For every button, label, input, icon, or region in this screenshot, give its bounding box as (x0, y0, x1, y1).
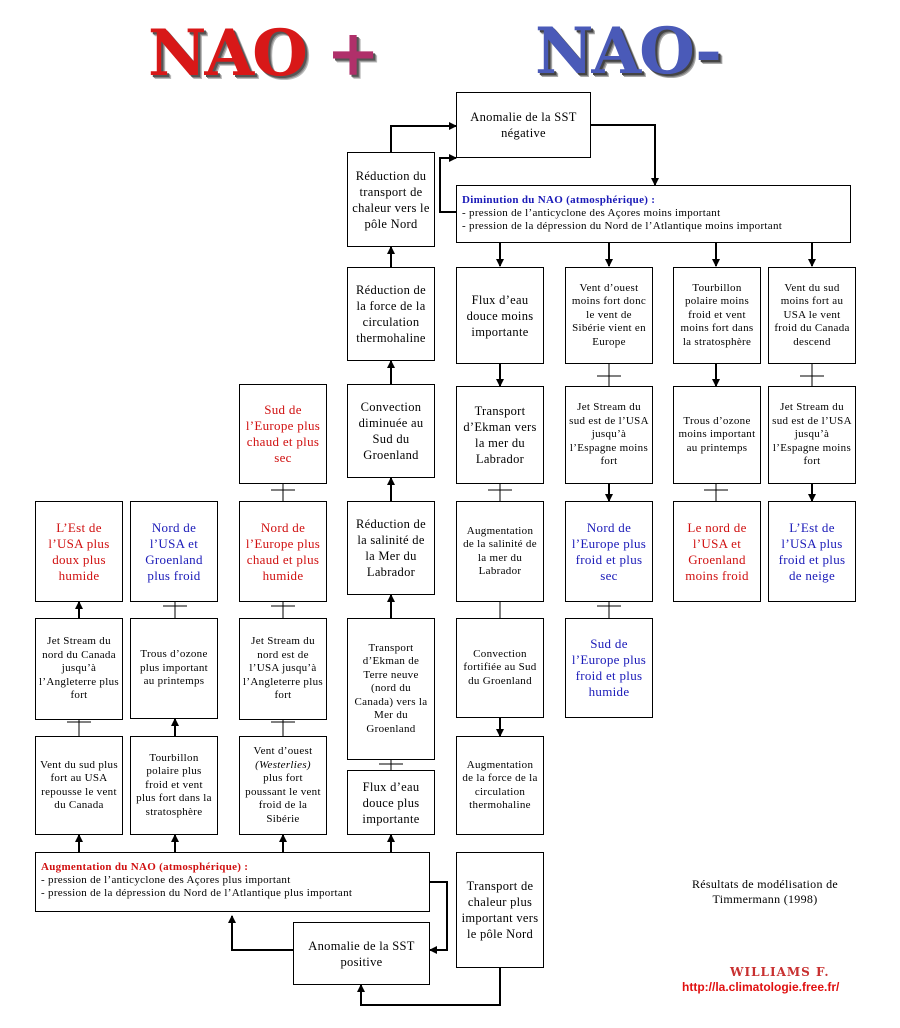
title-nao-minus-sign: - (695, 14, 722, 89)
nao-decrease-line: - pression de l’anticyclone des Açores m… (462, 207, 721, 219)
box-heat-transport-reduction: Réduction du transport de chaleur vers l… (347, 152, 435, 247)
box-text: Trous d’ozone moins important au printem… (678, 414, 756, 454)
box-heat-transport-more: Transport de chaleur plus important vers… (456, 852, 544, 968)
title-nao-plus-text: NAO (148, 16, 308, 91)
box-south-wind-stronger: Vent du sud plus fort au USA repousse le… (35, 736, 123, 835)
box-north-usa-greenland-less-cold: Le nord de l’USA et Groenland moins froi… (673, 501, 761, 602)
box-jetstream-spain-1: Jet Stream du sud est de l’USA jusqu’à l… (565, 386, 653, 484)
link-bars (67, 364, 824, 770)
box-south-wind-weaker: Vent du sud moins fort au USA le vent fr… (768, 267, 856, 364)
box-thermohaline-reduction: Réduction de la force de la circulation … (347, 267, 435, 361)
box-jetstream-spain-2: Jet Stream du sud est de l’USA jusqu’à l… (768, 386, 856, 484)
box-south-europe-warmer-drier: Sud de l’Europe plus chaud et plus sec (239, 384, 327, 484)
box-ozone-holes-more: Trous d’ozone plus important au printemp… (130, 618, 218, 719)
box-text: Réduction du transport de chaleur vers l… (352, 168, 430, 231)
box-text: Augmentation de la salinité de la mer du… (463, 524, 537, 578)
box-text: Flux d’eau douce plus importante (362, 779, 420, 826)
title-nao-minus: NAO- (535, 20, 722, 84)
box-convection-reduced: Convection diminuée au Sud du Groenland (347, 384, 435, 478)
box-salinity-increase: Augmentation de la salinité de la mer du… (456, 501, 544, 602)
box-text: Nord de l’USA et Groenland plus froid (145, 519, 203, 583)
box-east-usa-milder-wetter: L’Est de l’USA plus doux plus humide (35, 501, 123, 602)
box-text: Le nord de l’USA et Groenland moins froi… (685, 519, 749, 583)
box-text: Jet Stream du nord du Canada jusqu’à l’A… (39, 635, 119, 702)
box-text: Tourbillon polaire moins froid et vent m… (680, 281, 754, 348)
arrow-sst-pos-to-nao-inc (228, 915, 293, 951)
nao-increase-heading: Augmentation du NAO (atmosphérique) : (41, 861, 249, 873)
box-text: Nord de l’Europe plus chaud et plus humi… (245, 519, 321, 583)
box-ekman-labrador: Transport d’Ekman vers la mer du Labrado… (456, 386, 544, 484)
box-east-usa-colder-snow: L’Est de l’USA plus froid et plus de nei… (768, 501, 856, 602)
arrow-sst-neg-to-nao-decrease (591, 124, 659, 186)
box-text: Vent d’ouest moins fort donc le vent de … (571, 281, 647, 348)
box-text: Jet Stream du sud est de l’USA jusqu’à l… (772, 401, 852, 468)
box-text: L’Est de l’USA plus froid et plus de nei… (778, 519, 846, 583)
box-nao-increase: Augmentation du NAO (atmosphérique) : - … (35, 852, 430, 912)
arrow-heat-more-to-sst-pos (357, 968, 501, 1006)
nao-decrease-line: - pression de la dépression du Nord de l… (462, 220, 783, 232)
box-text: Trous d’ozone plus important au printemp… (139, 648, 209, 688)
nao-increase-line: - pression de l’anticyclone des Açores p… (41, 874, 291, 886)
box-text: Augmentation de la force de la circulati… (462, 758, 538, 812)
box-text: Nord de l’Europe plus froid et plus sec (571, 519, 647, 583)
box-jetstream-ne-usa-england: Jet Stream du nord est de l’USA jusqu’à … (239, 618, 327, 720)
box-text: Flux d’eau douce moins importante (466, 292, 534, 339)
box-text: Transport d’Ekman vers la mer du Labrado… (463, 404, 537, 466)
box-text: Convection diminuée au Sud du Groenland (358, 400, 424, 462)
box-sst-anomaly-negative: Anomalie de la SST négative (456, 92, 591, 158)
box-sst-anomaly-positive: Anomalie de la SST positive (293, 922, 430, 985)
westerlies-italic: (Westerlies) (255, 758, 311, 771)
box-text: Vent d’ouest(Westerlies)plus fort poussa… (243, 745, 323, 826)
box-text: Vent du sud moins fort au USA le vent fr… (774, 281, 850, 348)
box-text: Anomalie de la SST négative (470, 110, 577, 140)
nao-increase-line: - pression de la dépression du Nord de l… (41, 887, 353, 899)
site-url-link[interactable]: http://la.climatologie.free.fr/ (682, 980, 840, 994)
box-westerlies-stronger: Vent d’ouest(Westerlies)plus fort poussa… (239, 736, 327, 835)
arrow-nao-inc-to-sst-pos (429, 881, 448, 954)
box-thermohaline-increase: Augmentation de la force de la circulati… (456, 736, 544, 835)
box-text: Jet Stream du sud est de l’USA jusqu’à l… (569, 401, 649, 468)
box-ozone-holes-less: Trous d’ozone moins important au printem… (673, 386, 761, 484)
box-text: Réduction de la salinité de la Mer du La… (356, 517, 426, 579)
box-nao-decrease: Diminution du NAO (atmosphérique) : - pr… (456, 185, 851, 243)
box-west-wind-weaker: Vent d’ouest moins fort donc le vent de … (565, 267, 653, 364)
box-ekman-newfoundland: Transport d’Ekman de Terre neuve (nord d… (347, 618, 435, 760)
box-text: Anomalie de la SST positive (308, 938, 415, 969)
westerlies-text-after: plus fort poussant le vent froid de la S… (245, 772, 321, 825)
box-text: Transport d’Ekman de Terre neuve (nord d… (354, 641, 428, 735)
box-freshwater-less: Flux d’eau douce moins importante (456, 267, 544, 364)
box-north-europe-colder-drier: Nord de l’Europe plus froid et plus sec (565, 501, 653, 602)
arrow-nao-decrease-to-sst-neg (439, 154, 462, 213)
author-signature: WILLIAMS F. (730, 965, 830, 979)
box-south-europe-colder-wetter: Sud de l’Europe plus froid et plus humid… (565, 618, 653, 718)
box-text: Réduction de la force de la circulation … (356, 283, 426, 345)
box-jetstream-canada-england: Jet Stream du nord du Canada jusqu’à l’A… (35, 618, 123, 720)
box-text: L’Est de l’USA plus doux plus humide (48, 519, 110, 583)
title-nao-plus: NAO + (148, 22, 380, 86)
box-freshwater-more: Flux d’eau douce plus importante (347, 770, 435, 835)
box-salinity-reduction: Réduction de la salinité de la Mer du La… (347, 501, 435, 595)
box-text: Jet Stream du nord est de l’USA jusqu’à … (243, 635, 323, 702)
box-north-europe-warmer-wetter: Nord de l’Europe plus chaud et plus humi… (239, 501, 327, 602)
title-nao-plus-sign: + (326, 16, 380, 91)
box-north-usa-greenland-colder: Nord de l’USA et Groenland plus froid (130, 501, 218, 602)
westerlies-text: Vent d’ouest (253, 745, 313, 757)
box-text: Sud de l’Europe plus froid et plus humid… (571, 636, 647, 699)
box-polar-vortex-stronger: Tourbillon polaire plus froid et vent pl… (130, 736, 218, 835)
box-convection-strengthened: Convection fortifiée au Sud du Groenland (456, 618, 544, 718)
box-text: Transport de chaleur plus important vers… (461, 879, 539, 941)
box-text: Sud de l’Europe plus chaud et plus sec (245, 402, 321, 465)
title-nao-minus-text: NAO (535, 14, 697, 89)
box-text: Vent du sud plus fort au USA repousse le… (40, 758, 118, 812)
box-text: Convection fortifiée au Sud du Groenland (463, 647, 537, 687)
nao-decrease-heading: Diminution du NAO (atmosphérique) : (462, 194, 656, 206)
arrow-heat-to-sst-neg (390, 122, 457, 152)
box-text: Tourbillon polaire plus froid et vent pl… (136, 751, 212, 818)
results-note: Résultats de modélisation de Timmermann … (691, 877, 839, 906)
box-polar-vortex-weaker: Tourbillon polaire moins froid et vent m… (673, 267, 761, 364)
